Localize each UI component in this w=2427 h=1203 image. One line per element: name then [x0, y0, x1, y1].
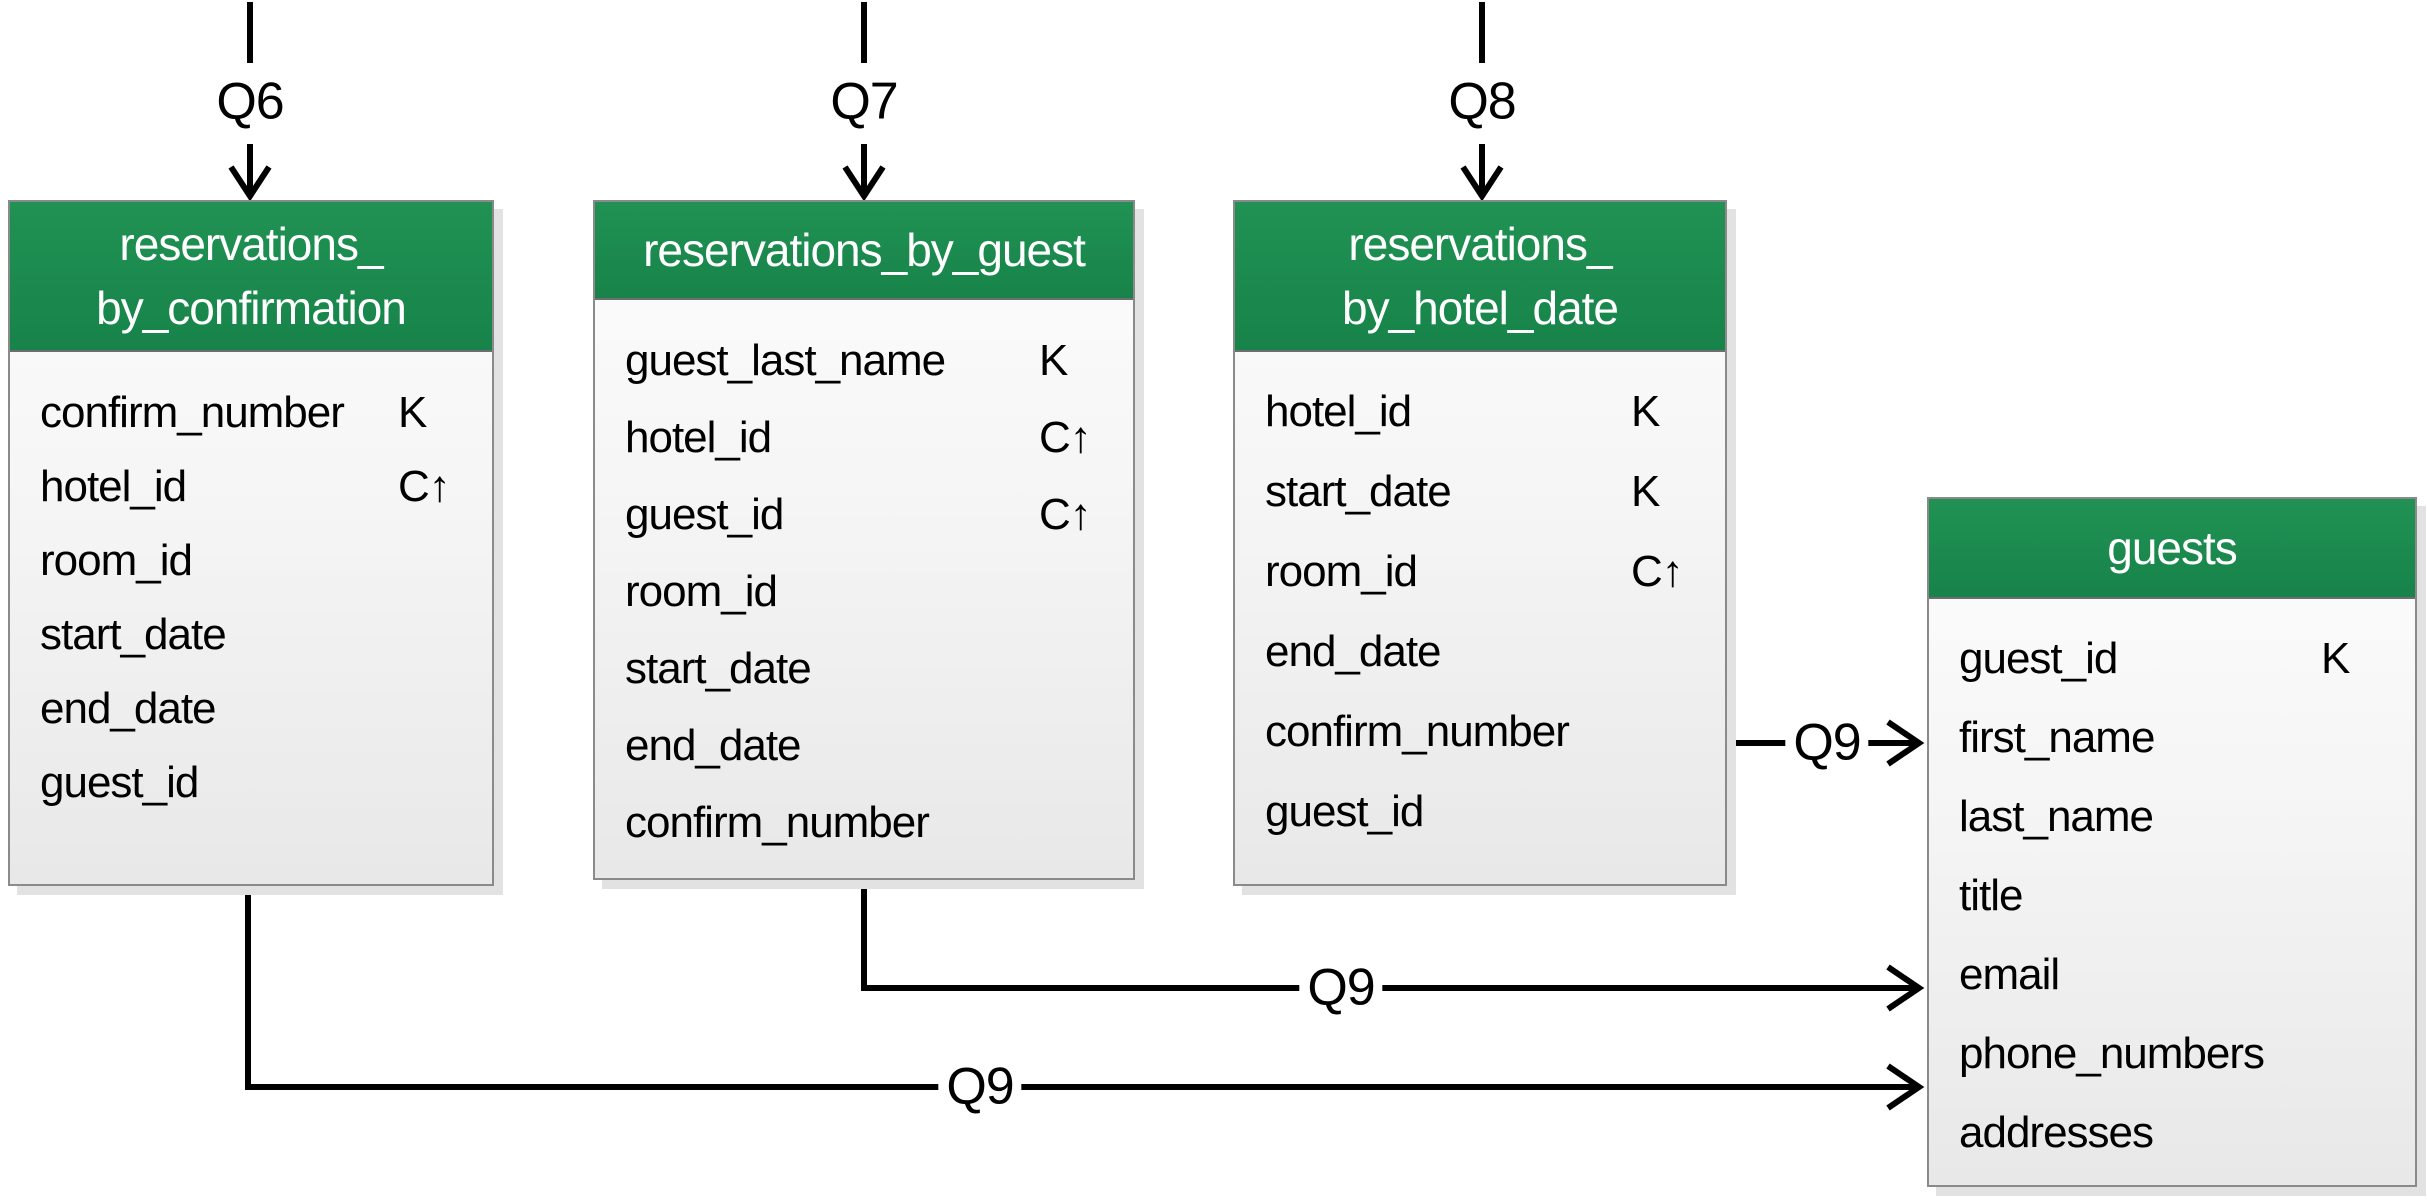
field-row: guest_last_name K	[595, 322, 1133, 399]
q9-arrow-from-guest	[861, 878, 1925, 1012]
field-key-badge: C↑	[1039, 490, 1092, 539]
field-name: email	[1959, 950, 2060, 999]
field-row: first_name	[1929, 698, 2415, 777]
field-row: phone_numbers	[1929, 1014, 2415, 1093]
field-name: confirm_number	[1265, 707, 1570, 756]
field-name: start_date	[625, 644, 812, 693]
field-key-badge: K	[1039, 336, 1068, 385]
field-row: start_date	[595, 630, 1133, 707]
q7-arrow	[842, 2, 886, 202]
q9-label-from-confirmation: Q9	[938, 1060, 1022, 1115]
table-fields: guest_id K first_name last_name title em…	[1929, 599, 2415, 1172]
field-key-badge: C↑	[1631, 547, 1684, 596]
table-header: reservations_ by_hotel_date	[1235, 202, 1725, 352]
field-name: guest_id	[1265, 787, 1424, 836]
table-fields: confirm_number K hotel_id C↑ room_id sta…	[10, 352, 492, 820]
field-name: guest_id	[1959, 634, 2118, 683]
field-row: last_name	[1929, 777, 2415, 856]
q9-arrow-from-confirmation	[245, 884, 1925, 1111]
table-reservations-by-hotel-date: reservations_ by_hotel_date hotel_id K s…	[1233, 200, 1727, 886]
q7-label: Q7	[822, 75, 906, 130]
field-name: end_date	[1265, 627, 1442, 676]
field-key-badge: K	[1631, 467, 1660, 516]
field-row: guest_id	[10, 746, 492, 820]
field-row: confirm_number	[1235, 692, 1725, 772]
field-row: guest_id C↑	[595, 476, 1133, 553]
table-fields: guest_last_name K hotel_id C↑ guest_id C…	[595, 300, 1133, 861]
field-row: end_date	[595, 707, 1133, 784]
field-name: hotel_id	[1265, 387, 1412, 436]
field-name: room_id	[1265, 547, 1418, 596]
field-row: hotel_id C↑	[10, 450, 492, 524]
field-name: start_date	[40, 610, 227, 659]
field-row: hotel_id K	[1235, 372, 1725, 452]
table-reservations-by-confirmation: reservations_ by_confirmation confirm_nu…	[8, 200, 494, 886]
q8-label: Q8	[1440, 75, 1524, 130]
field-name: start_date	[1265, 467, 1452, 516]
field-name: guest_id	[40, 758, 199, 807]
field-row: email	[1929, 935, 2415, 1014]
field-name: hotel_id	[40, 462, 187, 511]
table-header: reservations_by_guest	[595, 202, 1133, 300]
field-key-badge: K	[2321, 634, 2350, 683]
field-row: confirm_number K	[10, 376, 492, 450]
field-name: confirm_number	[40, 388, 345, 437]
field-name: guest_id	[625, 490, 784, 539]
field-row: start_date	[10, 598, 492, 672]
field-row: room_id	[10, 524, 492, 598]
q6-label: Q6	[208, 75, 292, 130]
table-header: reservations_ by_confirmation	[10, 202, 492, 352]
field-key-badge: K	[1631, 387, 1660, 436]
field-row: addresses	[1929, 1093, 2415, 1172]
field-row: guest_id	[1235, 772, 1725, 852]
field-row: hotel_id C↑	[595, 399, 1133, 476]
q6-arrow	[228, 2, 272, 202]
field-row: end_date	[1235, 612, 1725, 692]
field-row: room_id C↑	[1235, 532, 1725, 612]
field-name: confirm_number	[625, 798, 930, 847]
q9-label-from-hotel-date: Q9	[1785, 716, 1869, 771]
table-reservations-by-guest: reservations_by_guest guest_last_name K …	[593, 200, 1135, 880]
field-name: guest_last_name	[625, 336, 946, 385]
field-name: addresses	[1959, 1108, 2154, 1157]
q8-arrow	[1460, 2, 1504, 202]
field-name: room_id	[625, 567, 778, 616]
field-name: hotel_id	[625, 413, 772, 462]
field-row: title	[1929, 856, 2415, 935]
field-key-badge: C↑	[1039, 413, 1092, 462]
field-key-badge: C↑	[398, 462, 451, 511]
field-key-badge: K	[398, 388, 427, 437]
field-name: first_name	[1959, 713, 2155, 762]
field-row: end_date	[10, 672, 492, 746]
field-row: confirm_number	[595, 784, 1133, 861]
field-row: start_date K	[1235, 452, 1725, 532]
field-row: room_id	[595, 553, 1133, 630]
table-header: guests	[1929, 499, 2415, 599]
field-name: last_name	[1959, 792, 2154, 841]
field-name: end_date	[625, 721, 802, 770]
field-name: end_date	[40, 684, 217, 733]
field-name: title	[1959, 871, 2023, 920]
field-name: room_id	[40, 536, 193, 585]
table-fields: hotel_id K start_date K room_id C↑ end_d…	[1235, 352, 1725, 852]
field-row: guest_id K	[1929, 619, 2415, 698]
field-name: phone_numbers	[1959, 1029, 2265, 1078]
table-guests: guests guest_id K first_name last_name t…	[1927, 497, 2417, 1187]
q9-label-from-guest: Q9	[1299, 961, 1383, 1016]
